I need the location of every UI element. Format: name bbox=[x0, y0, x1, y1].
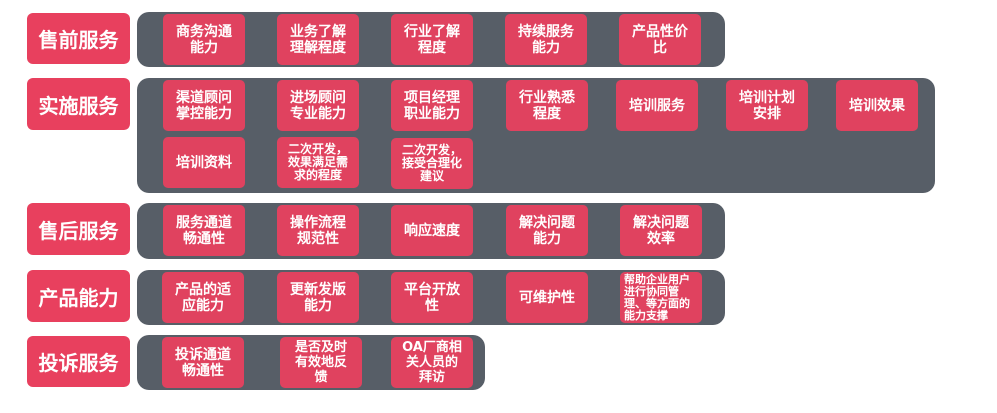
item-complaint-channel: 投诉通道 畅通性 bbox=[162, 337, 244, 388]
item-maintainability: 可维护性 bbox=[506, 272, 588, 323]
category-product-capability: 产品能力 bbox=[27, 270, 130, 322]
item-secondary-dev-suggestions: 二次开发， 接受合理化 建议 bbox=[391, 138, 473, 189]
item-channel-consultant: 渠道顾问 掌控能力 bbox=[163, 80, 245, 131]
item-training-plan: 培训计划 安排 bbox=[726, 80, 808, 131]
item-training-effect: 培训效果 bbox=[836, 80, 918, 131]
category-presales: 售前服务 bbox=[27, 13, 130, 64]
category-complaint: 投诉服务 bbox=[27, 336, 130, 387]
item-service-channel: 服务通道 畅通性 bbox=[163, 205, 245, 256]
item-business-communication: 商务沟通 能力 bbox=[163, 14, 245, 65]
item-project-manager: 项目经理 职业能力 bbox=[391, 80, 473, 131]
item-secondary-dev-satisfaction: 二次开发， 效果满足需 求的程度 bbox=[277, 137, 359, 188]
item-cost-performance: 产品性价 比 bbox=[619, 14, 701, 65]
item-industry-familiarity: 行业熟悉 程度 bbox=[506, 80, 588, 131]
item-continuous-service: 持续服务 能力 bbox=[505, 14, 587, 65]
item-platform-openness: 平台开放 性 bbox=[391, 272, 473, 323]
item-vendor-visit: OA厂商相 关人员的 拜访 bbox=[391, 337, 473, 388]
item-collaboration-support: 帮助企业用户 进行协同管 理、等方面的 能力支撑 bbox=[620, 272, 702, 323]
item-business-understanding: 业务了解 理解程度 bbox=[277, 14, 359, 65]
item-timely-feedback: 是否及时 有效地反 馈 bbox=[280, 337, 362, 388]
category-implementation: 实施服务 bbox=[27, 78, 130, 130]
item-operation-process: 操作流程 规范性 bbox=[277, 205, 359, 256]
category-aftersales: 售后服务 bbox=[27, 203, 130, 255]
item-problem-solving-efficiency: 解决问题 效率 bbox=[620, 205, 702, 256]
item-release-capability: 更新发版 能力 bbox=[277, 272, 359, 323]
item-product-adaptability: 产品的适 应能力 bbox=[162, 272, 244, 323]
item-training-service: 培训服务 bbox=[616, 80, 698, 131]
item-industry-understanding: 行业了解 程度 bbox=[391, 14, 473, 65]
item-training-materials: 培训资料 bbox=[163, 137, 245, 188]
item-onsite-consultant: 进场顾问 专业能力 bbox=[277, 80, 359, 131]
item-response-speed: 响应速度 bbox=[391, 205, 473, 256]
item-problem-solving-ability: 解决问题 能力 bbox=[506, 205, 588, 256]
